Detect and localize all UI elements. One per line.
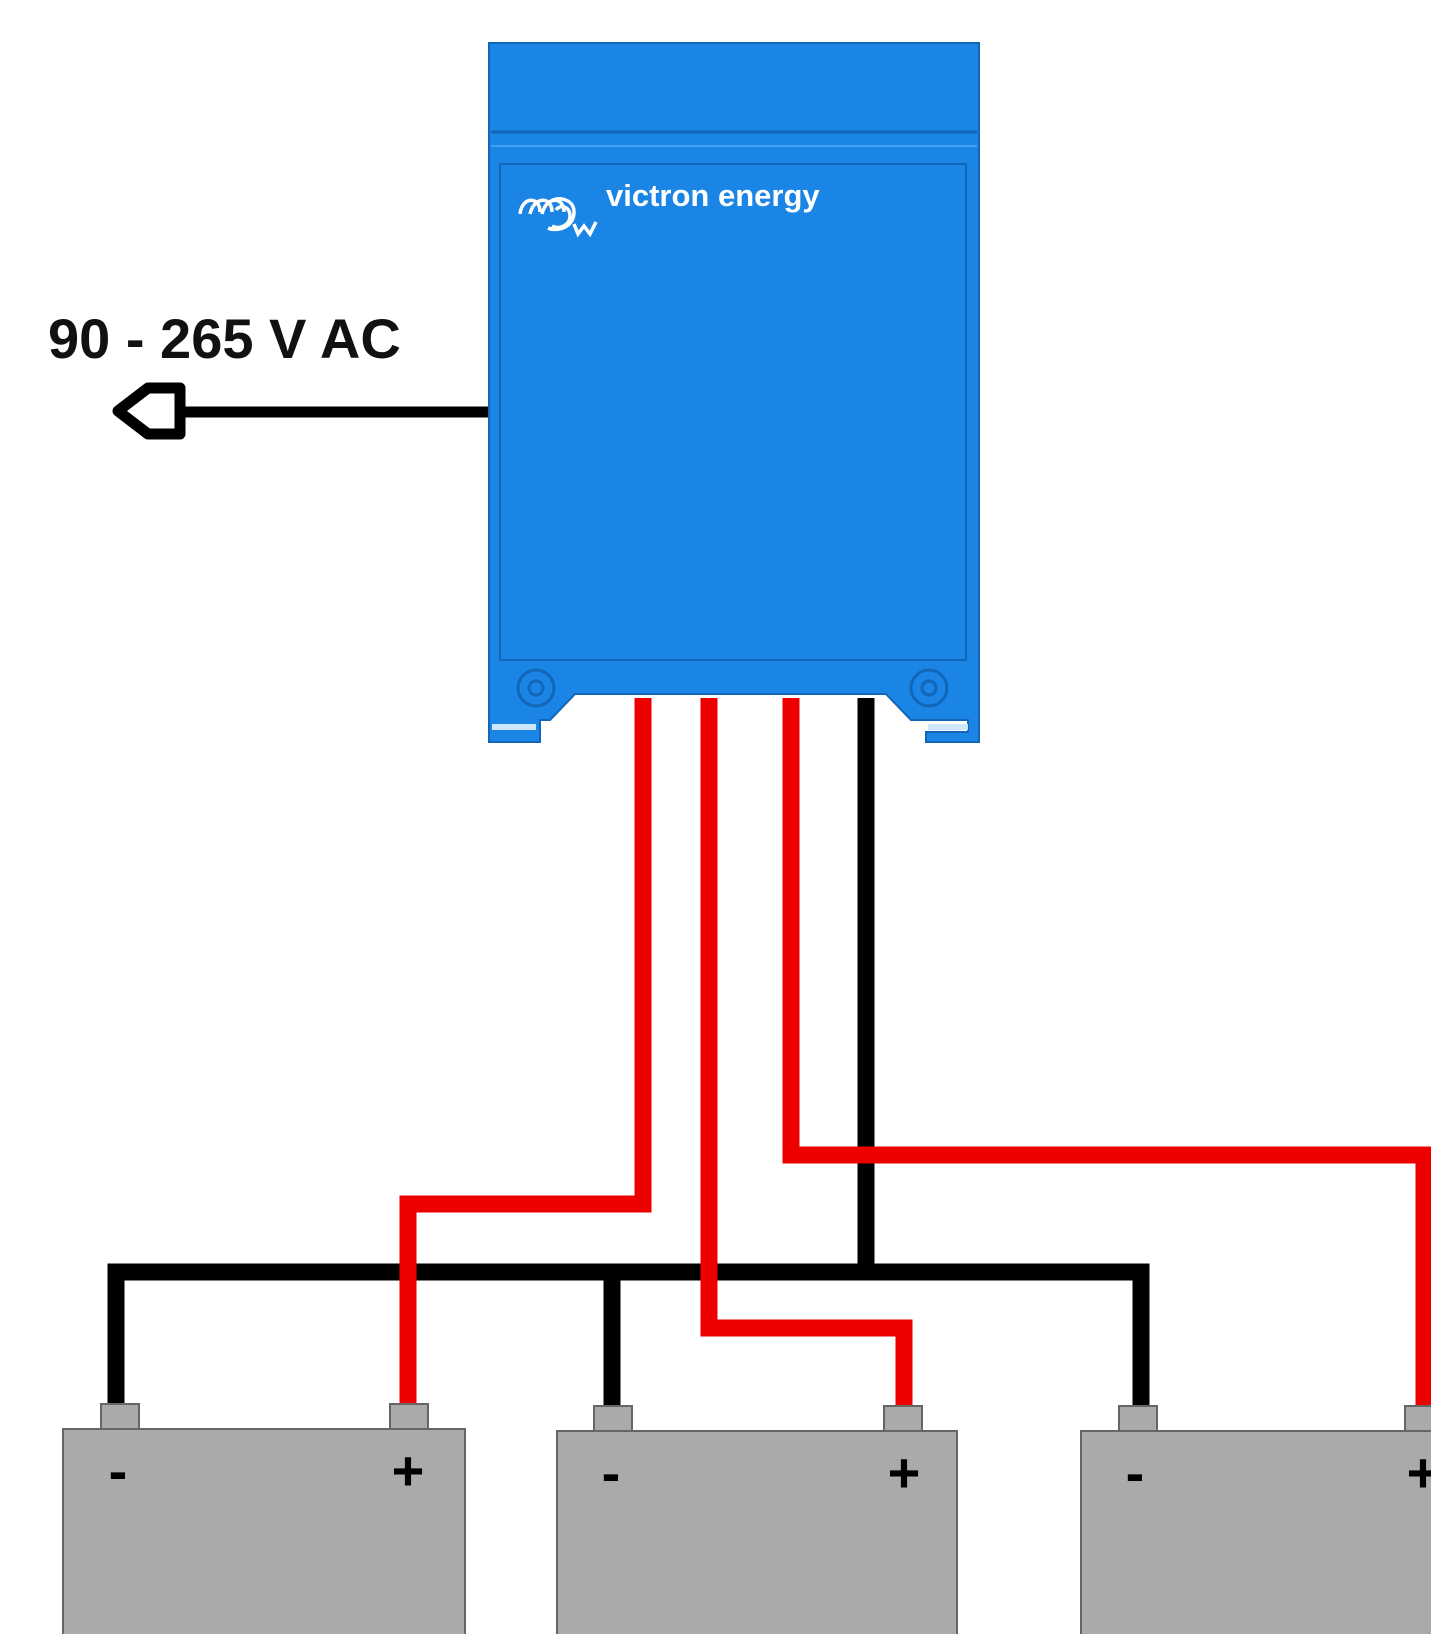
left-foot-highlight xyxy=(492,724,536,730)
battery-1-body xyxy=(62,1428,466,1634)
positive-wire-battery-3 xyxy=(782,698,1431,1408)
charger: victron energy xyxy=(488,42,980,743)
battery-2-negative-label: - xyxy=(602,1441,621,1504)
right-screw-center xyxy=(920,679,938,697)
battery-3-positive-label: + xyxy=(1407,1441,1431,1504)
battery-1-positive-label: + xyxy=(392,1439,425,1502)
positive-wire-battery-2 xyxy=(700,698,913,1408)
positive-wire-battery-1 xyxy=(399,698,652,1408)
left-screw xyxy=(516,668,556,708)
battery-2: - + xyxy=(556,1405,958,1634)
battery-1-negative-terminal xyxy=(100,1403,140,1430)
battery-3-body xyxy=(1080,1430,1431,1634)
right-screw xyxy=(909,668,949,708)
brand-label: victron energy xyxy=(606,178,820,213)
battery-1-negative-label: - xyxy=(109,1439,128,1502)
battery-3-negative-terminal xyxy=(1118,1405,1158,1432)
left-screw-center xyxy=(527,679,545,697)
battery-3-positive-terminal xyxy=(1404,1405,1431,1432)
battery-2-negative-terminal xyxy=(593,1405,633,1432)
battery-2-positive-terminal xyxy=(883,1405,923,1432)
wiring xyxy=(107,698,1431,1408)
charger-body xyxy=(488,42,980,743)
right-foot-highlight xyxy=(928,724,968,730)
battery-3: - + xyxy=(1080,1405,1431,1634)
charger-front-panel xyxy=(499,163,967,661)
battery-1-positive-terminal xyxy=(389,1403,429,1430)
victron-logo-icon xyxy=(518,197,598,238)
battery-1: - + xyxy=(62,1403,466,1634)
ac-voltage-label: 90 - 265 V AC xyxy=(48,307,401,370)
battery-3-negative-label: - xyxy=(1126,1441,1145,1504)
ac-plug-icon xyxy=(112,382,186,440)
negative-bus xyxy=(107,1263,1150,1408)
battery-2-positive-label: + xyxy=(888,1441,921,1504)
battery-2-body xyxy=(556,1430,958,1634)
ac-input: 90 - 265 V AC xyxy=(48,307,498,440)
